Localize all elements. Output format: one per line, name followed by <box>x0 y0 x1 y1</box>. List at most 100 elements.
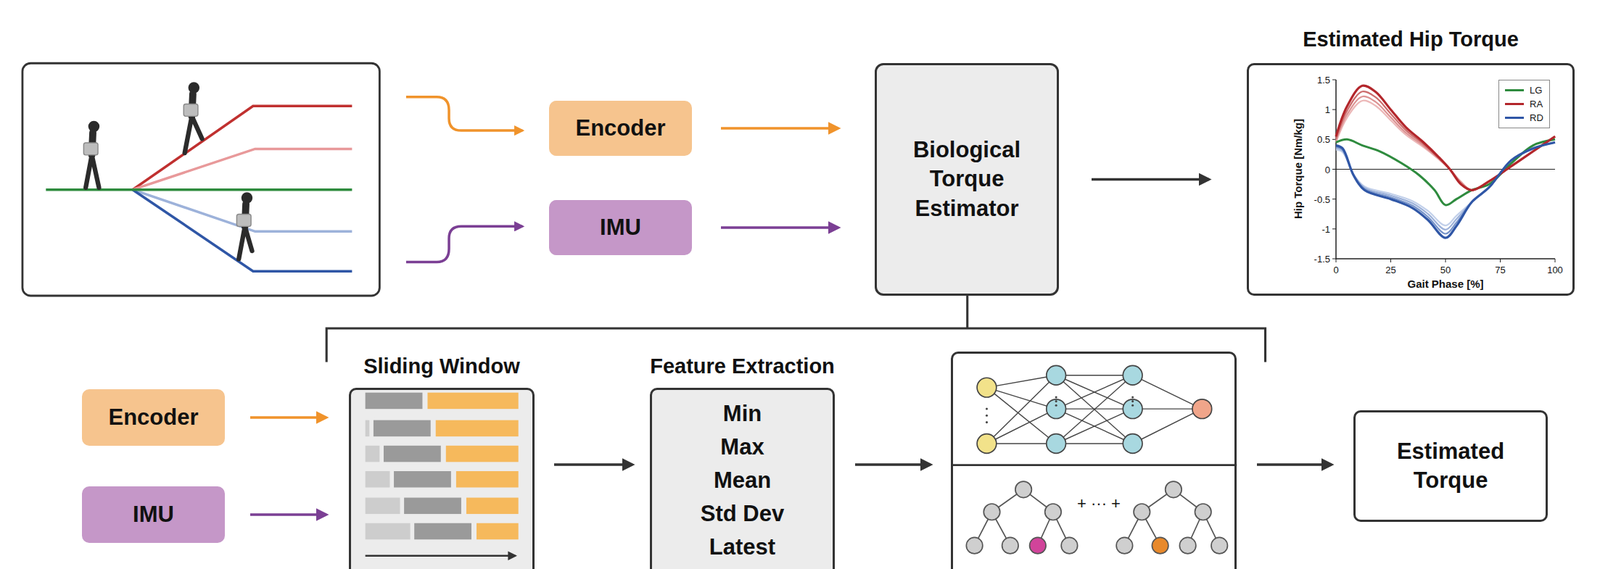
tick-label: -0.5 <box>1314 193 1331 205</box>
sensor-box: Encoder <box>81 389 225 447</box>
window-segment <box>383 446 441 463</box>
neuron <box>1046 434 1067 455</box>
box-label: Biological Torque Estimator <box>890 135 1043 224</box>
output-box: Estimated Torque <box>1353 410 1548 523</box>
box-label: Encoder <box>108 403 199 433</box>
window-segment <box>427 393 518 410</box>
box-label: Estimated Torque <box>1378 437 1524 497</box>
window-box: Sliding Window <box>348 388 535 569</box>
feature-item: Max <box>720 430 764 465</box>
chart-legend: LG RA RD <box>1498 79 1550 129</box>
window-segment <box>373 420 431 438</box>
tree-node <box>1002 537 1020 555</box>
imu-signal-arrow <box>406 226 523 262</box>
window-segment <box>403 498 462 515</box>
legend-text: LG <box>1529 84 1542 96</box>
window-segment <box>393 471 452 489</box>
window-segment <box>456 471 519 489</box>
level-ground-line <box>45 188 352 192</box>
window-segment <box>446 446 519 463</box>
tree-node <box>1133 504 1151 521</box>
encoder-signal-arrow <box>406 97 523 131</box>
walker-figure <box>183 81 202 154</box>
legend-text: RD <box>1529 112 1544 124</box>
tick-label: -1 <box>1321 223 1331 235</box>
window-segment <box>435 420 519 438</box>
window-direction-arrow <box>365 554 516 558</box>
flow-arrow <box>250 513 327 517</box>
ensemble-sum: + ··· + <box>1074 493 1123 515</box>
estimator-box: Biological Torque Estimator <box>874 63 1059 296</box>
feature-item: Std Dev <box>700 497 785 531</box>
flow-arrow <box>250 416 327 420</box>
tree-node <box>1015 481 1033 499</box>
legend-swatch <box>1504 102 1524 106</box>
flow-arrow <box>720 126 839 130</box>
window-segment <box>466 498 519 515</box>
tree-node <box>1165 481 1183 499</box>
illustration-frame <box>22 63 380 296</box>
model-box: + ··· + <box>950 351 1237 569</box>
tick-label: 0 <box>1325 163 1331 175</box>
tree-node <box>1045 504 1062 521</box>
axis-title: Hip Torque [Nm/kg] <box>1291 118 1305 220</box>
box-heading: Estimated Hip Torque <box>1302 26 1519 54</box>
box-heading: Feature Extraction <box>649 353 835 381</box>
walker-figure <box>83 121 100 188</box>
tick-label: 50 <box>1440 264 1451 276</box>
legend-entry: RA <box>1504 97 1544 111</box>
chart-panel: Estimated Hip TorqueHip Torque [Nm/kg]Ga… <box>1246 63 1575 296</box>
window-segment <box>365 498 401 515</box>
box-heading: Sliding Window <box>363 353 521 381</box>
neuron <box>1192 399 1212 420</box>
tree-node <box>1194 504 1212 521</box>
box-label: IMU <box>599 213 642 243</box>
tick-label: 1.5 <box>1317 74 1331 86</box>
tree-node <box>1116 537 1133 555</box>
tree-node <box>1151 537 1169 555</box>
neuron <box>1046 365 1067 386</box>
feature-item: Mean <box>713 464 771 498</box>
sensor-box: Encoder <box>549 100 692 156</box>
legend-text: RA <box>1529 98 1543 110</box>
neuron <box>976 434 997 455</box>
tree-node <box>1211 537 1228 555</box>
tick-label: 75 <box>1494 264 1505 276</box>
legend-swatch <box>1504 89 1524 92</box>
window-segment <box>365 471 391 489</box>
flow-arrow <box>1256 463 1332 467</box>
walker-figure <box>236 192 253 259</box>
feature-item: Min <box>723 397 762 431</box>
box-label: IMU <box>132 500 175 530</box>
flow-arrow <box>554 463 633 467</box>
tick-label: -1.5 <box>1314 253 1331 265</box>
steep-descent-line <box>132 190 352 272</box>
window-ground <box>350 388 534 569</box>
neuron <box>1122 399 1143 420</box>
legend-entry: LG <box>1504 83 1544 98</box>
feature-box: Feature ExtractionMinMaxMeanStd DevLates… <box>649 388 835 569</box>
steep-ascent-line <box>132 105 352 190</box>
tick-label: 1 <box>1325 104 1331 116</box>
window-segment <box>365 523 411 541</box>
flow-arrow <box>1091 178 1210 182</box>
legend-swatch <box>1504 116 1524 119</box>
tree-node <box>1179 537 1197 555</box>
tick-label: 0 <box>1333 264 1339 276</box>
box-label: Encoder <box>575 113 666 143</box>
axis-title: Gait Phase [%] <box>1407 277 1484 291</box>
tick-label: 0.5 <box>1317 134 1331 146</box>
mild-ascent-line <box>132 148 352 190</box>
tree-node <box>983 504 1001 521</box>
flow-arrow <box>720 226 839 230</box>
tick-label: 100 <box>1547 264 1564 276</box>
window-segment <box>365 420 370 438</box>
neuron <box>1122 434 1143 455</box>
window-segment <box>365 446 381 463</box>
model-divider <box>950 464 1237 467</box>
neuron <box>1046 399 1067 420</box>
neuron <box>1122 365 1143 386</box>
tree-node <box>1029 537 1047 555</box>
neuron <box>976 377 997 398</box>
window-segment <box>365 393 423 410</box>
